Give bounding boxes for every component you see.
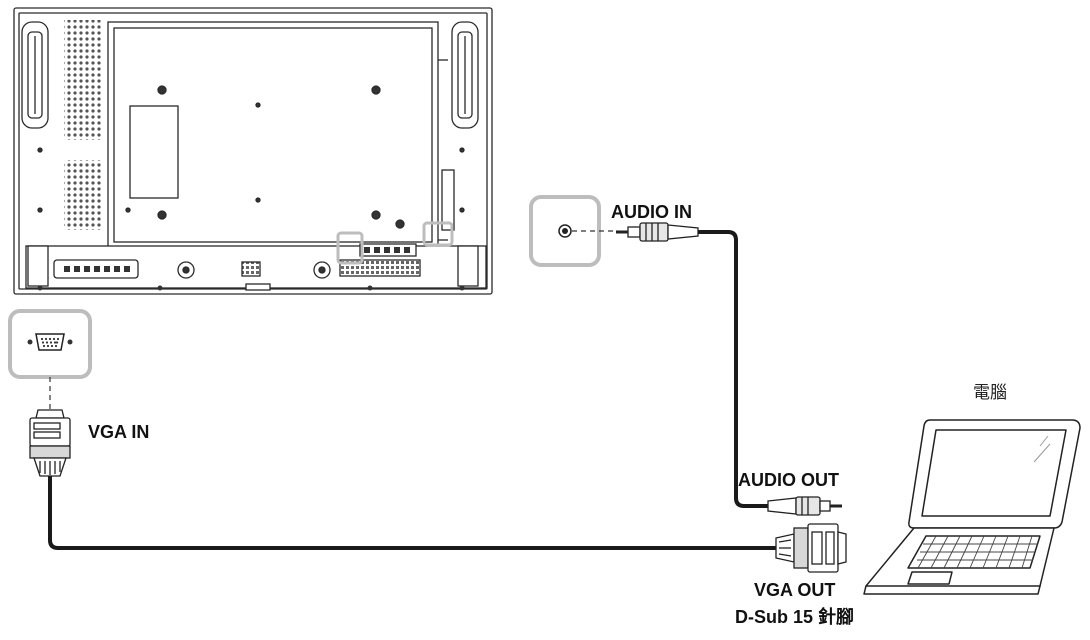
vga-port-highlight: [336, 231, 364, 265]
laptop-screen: [921, 429, 1067, 517]
vga-out-label: VGA OUT: [754, 580, 835, 600]
audio-port-callout: [529, 195, 601, 267]
laptop-touchpad: [907, 571, 953, 585]
label-plate: [129, 105, 179, 199]
vga-in-connector: [29, 409, 71, 477]
right-handle: [451, 21, 479, 129]
vga-out-connector: [775, 523, 847, 573]
laptop: [863, 419, 1081, 595]
audio-in-label: AUDIO IN: [611, 202, 692, 222]
vent-grill: [64, 160, 102, 230]
monitor-rear-view: [13, 7, 493, 295]
vga-cable: [48, 476, 776, 550]
vga-in-label: VGA IN: [88, 422, 149, 442]
vent-grill: [64, 20, 102, 140]
screw-holes: [37, 85, 465, 229]
audio-out-plug: [767, 496, 842, 516]
left-handle: [21, 21, 49, 129]
audio-in-plug: [616, 222, 699, 242]
computer-label: 電腦: [973, 383, 1007, 403]
audio-port-highlight: [422, 221, 454, 247]
dsub-label: D-Sub 15 針腳: [735, 606, 854, 627]
vga-port-callout: [8, 309, 92, 379]
audio-out-label: AUDIO OUT: [738, 470, 839, 490]
audio-cable: [698, 230, 768, 508]
